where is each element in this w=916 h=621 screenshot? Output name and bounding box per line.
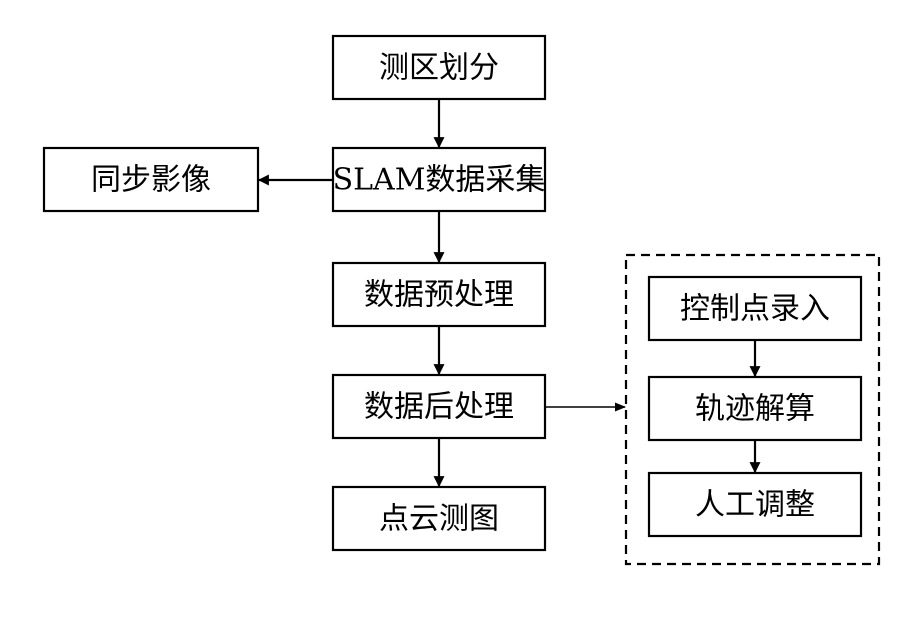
node-slam-label: SLAM数据采集 bbox=[333, 163, 546, 198]
node-control-points-label: 控制点录入 bbox=[680, 292, 830, 327]
node-mapping-label: 点云测图 bbox=[379, 502, 499, 537]
node-sync-image: 同步影像 bbox=[42, 146, 260, 213]
node-manual-adjust: 人工调整 bbox=[647, 471, 863, 538]
node-slam: SLAM数据采集 bbox=[331, 146, 547, 213]
node-trajectory-label: 轨迹解算 bbox=[695, 392, 815, 427]
node-zoning: 测区划分 bbox=[331, 34, 547, 101]
node-trajectory: 轨迹解算 bbox=[647, 375, 863, 442]
node-control-points: 控制点录入 bbox=[647, 275, 863, 342]
node-preprocess: 数据预处理 bbox=[331, 261, 547, 328]
node-postprocess: 数据后处理 bbox=[331, 373, 547, 440]
node-manual-adjust-label: 人工调整 bbox=[695, 488, 815, 523]
node-zoning-label: 测区划分 bbox=[379, 51, 499, 86]
node-sync-image-label: 同步影像 bbox=[91, 163, 211, 198]
node-postprocess-label: 数据后处理 bbox=[364, 390, 514, 425]
node-mapping: 点云测图 bbox=[331, 485, 547, 552]
node-preprocess-label: 数据预处理 bbox=[364, 278, 514, 313]
postprocess-detail-group bbox=[624, 253, 881, 566]
